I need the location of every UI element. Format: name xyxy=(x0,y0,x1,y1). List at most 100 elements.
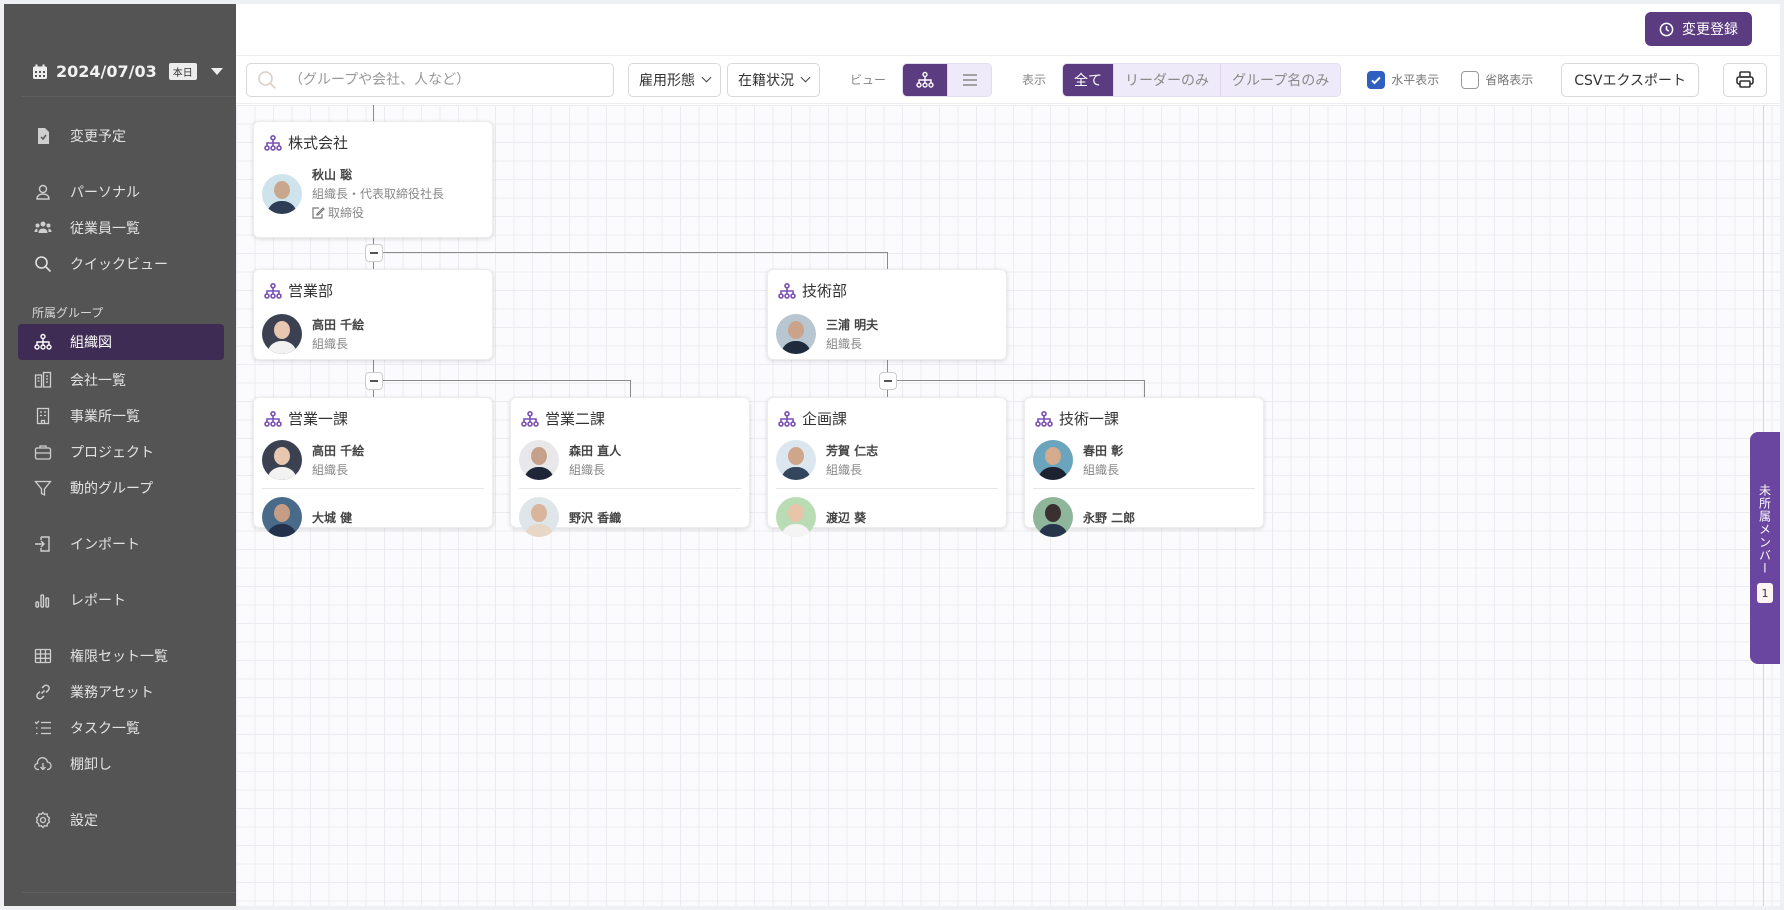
member-name: 森田 直人 xyxy=(569,444,622,458)
bar-chart-icon xyxy=(35,594,50,608)
checklist-icon xyxy=(34,720,51,735)
sidebar-item-employees[interactable]: 従業員一覧 xyxy=(18,210,224,246)
org-card-tech-dept[interactable]: 技術部 三浦 明夫 組織長 xyxy=(767,269,1007,360)
member-name: 永野 二郎 xyxy=(1083,510,1136,525)
member-row[interactable]: 秋山 聡 組織長・代表取締役社長 取締役 xyxy=(254,166,492,221)
org-chart-canvas[interactable]: 株式会社 秋山 聡 組織長・代表取締役社長 取締役 xyxy=(236,105,1780,906)
search-input[interactable] xyxy=(289,71,589,88)
csv-export-button[interactable]: CSVエクスポート xyxy=(1561,62,1700,97)
sidebar-item-label: 変更予定 xyxy=(70,129,126,145)
member-name: 野沢 香織 xyxy=(569,510,622,525)
sidebar-item-label: 業務アセット xyxy=(70,685,154,701)
sidebar-item-org-chart[interactable]: 組織図 xyxy=(18,324,224,360)
office-building-icon xyxy=(36,407,50,425)
avatar xyxy=(776,314,816,354)
sidebar-item-label: インポート xyxy=(70,537,140,553)
today-badge: 本日 xyxy=(168,63,197,80)
connector-line xyxy=(630,380,631,399)
date-selector[interactable]: 2024/07/03 本日 xyxy=(32,62,223,81)
sidebar-item-permission-sets[interactable]: 権限セット一覧 xyxy=(18,638,224,674)
sidebar-item-business-assets[interactable]: 業務アセット xyxy=(18,674,224,710)
sidebar-item-inventory[interactable]: 棚卸し xyxy=(18,746,224,782)
member-role: 組織長 xyxy=(312,463,349,477)
avatar xyxy=(1033,440,1073,480)
connector-line xyxy=(373,252,887,253)
sidebar-item-tasks[interactable]: タスク一覧 xyxy=(18,710,224,746)
display-option-all[interactable]: 全て xyxy=(1063,63,1114,96)
member-row[interactable]: 春田 彰 組織長 xyxy=(1025,440,1263,480)
sidebar-item-label: 事業所一覧 xyxy=(70,409,140,425)
sidebar-item-companies[interactable]: 会社一覧 xyxy=(18,362,224,398)
org-card-tech-section-1[interactable]: 技術一課 春田 彰 組織長 永野 二郎 xyxy=(1024,397,1264,537)
member-name: 三浦 明夫 xyxy=(826,318,879,332)
cloud-download-icon xyxy=(34,757,52,771)
sidebar-item-import[interactable]: インポート xyxy=(18,526,224,562)
clock-icon xyxy=(1659,22,1674,36)
checkbox-checked[interactable] xyxy=(1367,70,1386,89)
sidebar-item-settings[interactable]: 設定 xyxy=(18,802,224,838)
view-tree-button[interactable] xyxy=(903,63,948,96)
display-option-group-names-only[interactable]: グループ名のみ xyxy=(1220,63,1341,96)
display-filter-toggle: 全て リーダーのみ グループ名のみ xyxy=(1062,62,1342,97)
sidebar-item-label: 権限セット一覧 xyxy=(70,649,168,665)
member-row[interactable]: 高田 千絵 組織長 xyxy=(254,314,492,354)
org-card-planning-section[interactable]: 企画課 芳賀 仁志 組織長 渡辺 葵 xyxy=(767,397,1007,537)
display-label: 表示 xyxy=(1022,73,1047,87)
collapse-toggle-sales[interactable] xyxy=(365,372,383,390)
sidebar-item-reports[interactable]: レポート xyxy=(18,582,224,618)
group-name: 技術部 xyxy=(802,282,848,300)
compact-display-checkbox[interactable]: 省略表示 xyxy=(1461,70,1534,89)
main-content: 変更登録 雇用形態 在籍状況 ビュー xyxy=(236,4,1780,906)
member-row[interactable]: 野沢 香織 xyxy=(511,497,749,537)
member-row[interactable]: 高田 千絵 組織長 xyxy=(254,440,492,480)
org-card-sales-section-2[interactable]: 営業二課 森田 直人 組織長 野沢 香織 xyxy=(510,397,750,537)
minus-icon xyxy=(884,380,892,382)
group-name: 企画課 xyxy=(802,410,848,428)
member-row[interactable]: 三浦 明夫 組織長 xyxy=(768,314,1006,354)
collapse-toggle-root[interactable] xyxy=(365,244,383,262)
member-row[interactable]: 大城 健 xyxy=(254,497,492,537)
sidebar-item-quick-view[interactable]: クイックビュー xyxy=(18,246,224,282)
compact-display-label: 省略表示 xyxy=(1485,73,1534,87)
section-label-groups: 所属グループ xyxy=(32,306,104,320)
collapse-toggle-tech[interactable] xyxy=(879,372,897,390)
member-name: 春田 彰 xyxy=(1083,444,1124,458)
member-role: 組織長 xyxy=(826,463,863,477)
document-check-icon xyxy=(38,128,49,144)
org-chart-icon xyxy=(264,410,282,427)
org-card-sales-dept[interactable]: 営業部 高田 千絵 組織長 xyxy=(253,269,493,360)
sidebar-item-change-schedule[interactable]: 変更予定 xyxy=(18,118,224,154)
sidebar-item-offices[interactable]: 事業所一覧 xyxy=(18,398,224,434)
sidebar-item-projects[interactable]: プロジェクト xyxy=(18,434,224,470)
register-change-button[interactable]: 変更登録 xyxy=(1645,12,1752,46)
toolbar: 雇用形態 在籍状況 ビュー 表示 全て リーダーのみ グループ名のみ xyxy=(236,56,1780,104)
avatar xyxy=(262,497,302,537)
top-bar: 変更登録 xyxy=(236,4,1780,56)
member-row[interactable]: 渡辺 葵 xyxy=(768,497,1006,537)
member-row[interactable]: 芳賀 仁志 組織長 xyxy=(768,440,1006,480)
connector-line xyxy=(887,252,888,271)
unassigned-members-tab[interactable]: 未所属メンバー 1 xyxy=(1750,432,1780,664)
horizontal-display-checkbox[interactable]: 水平表示 xyxy=(1367,70,1440,89)
display-option-leaders-only[interactable]: リーダーのみ xyxy=(1113,63,1221,96)
sidebar-item-personal[interactable]: パーソナル xyxy=(18,174,224,210)
sidebar-item-label: クイックビュー xyxy=(70,257,168,273)
employment-status-dropdown[interactable]: 在籍状況 xyxy=(727,62,820,97)
member-name: 秋山 聡 xyxy=(312,168,353,182)
sidebar-item-dynamic-groups[interactable]: 動的グループ xyxy=(18,470,224,506)
horizontal-display-label: 水平表示 xyxy=(1391,73,1440,87)
member-divider xyxy=(519,488,741,489)
checkbox-unchecked[interactable] xyxy=(1461,70,1480,89)
org-card-root[interactable]: 株式会社 秋山 聡 組織長・代表取締役社長 取締役 xyxy=(253,121,493,238)
employment-type-dropdown[interactable]: 雇用形態 xyxy=(628,62,721,97)
search-box[interactable] xyxy=(246,62,614,97)
member-row[interactable]: 森田 直人 組織長 xyxy=(511,440,749,480)
view-list-button[interactable] xyxy=(947,63,992,96)
employment-type-label: 雇用形態 xyxy=(639,72,695,89)
caret-down-icon[interactable] xyxy=(210,68,223,75)
org-card-sales-section-1[interactable]: 営業一課 高田 千絵 組織長 大城 健 xyxy=(253,397,493,537)
print-button[interactable] xyxy=(1723,62,1768,97)
connector-line xyxy=(373,105,374,122)
member-row[interactable]: 永野 二郎 xyxy=(1025,497,1263,537)
sidebar-item-label: パーソナル xyxy=(70,185,140,201)
